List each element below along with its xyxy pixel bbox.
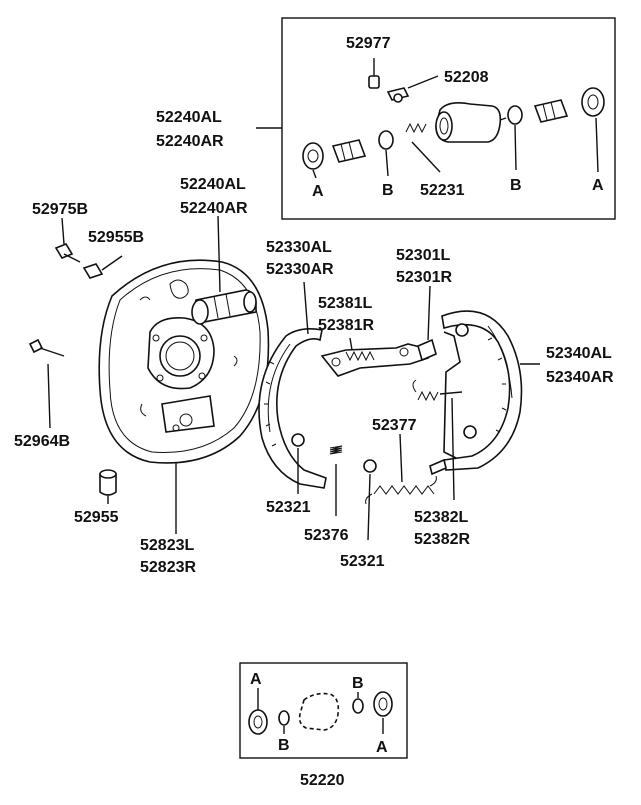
kit-boot-a-left: [248, 688, 268, 735]
part-52381-strut: [320, 337, 430, 377]
part-52231-spring: [405, 122, 441, 173]
part-52977-bleeder-cap: [368, 58, 380, 89]
label-52231: 52231: [420, 182, 465, 199]
repair-kit-52220: A B B A: [239, 662, 408, 759]
part-52955b-nut: [82, 255, 123, 279]
label-52220: 52220: [300, 772, 345, 789]
part-52340-brake-shoe-right: [429, 310, 540, 476]
kit-cup-b-left: [278, 710, 290, 734]
label-52382l: 52382L: [414, 509, 468, 526]
label-52376: 52376: [304, 527, 349, 544]
label-kit-b-right: B: [352, 675, 364, 692]
kit-boot-a-right: [373, 691, 393, 734]
part-52301-lever: [417, 285, 437, 362]
part-52330-brake-shoe-left: [258, 281, 327, 489]
part-wheel-cylinder-body: [435, 102, 507, 143]
part-52376-holddown-spring: [329, 445, 343, 516]
part-52975b-bolt: [54, 217, 81, 263]
label-52964b: 52964B: [14, 433, 70, 450]
label-52208: 52208: [444, 69, 489, 86]
wheel-cylinder-inset: 52977 52208 52231 A B B A: [281, 17, 616, 220]
part-boot-a-left: [302, 142, 324, 179]
label-kit-a-left: A: [250, 671, 262, 688]
label-52975b: 52975B: [32, 201, 88, 218]
label-inset-a-left: A: [312, 183, 324, 200]
label-52823l: 52823L: [140, 537, 194, 554]
label-inset-b-right: B: [510, 177, 522, 194]
label-52301l: 52301L: [396, 247, 450, 264]
kit-cylinder: [298, 692, 340, 731]
part-52964b-bolt: [28, 338, 65, 429]
part-52321-retainer-cup-right: [363, 459, 377, 541]
label-52955b: 52955B: [88, 229, 144, 246]
label-52955: 52955: [74, 509, 119, 526]
label-52381l: 52381L: [318, 295, 372, 312]
label-52340al: 52340AL: [546, 345, 612, 362]
part-52377-return-spring: [365, 433, 437, 505]
label-52240ar-mid: 52240AR: [180, 200, 248, 217]
label-kit-a-right: A: [376, 739, 388, 756]
label-52382r: 52382R: [414, 531, 470, 548]
label-52321-right: 52321: [340, 553, 385, 570]
part-52382-spring: [412, 379, 463, 501]
label-inset-b-left: B: [382, 182, 394, 199]
part-52240-wheel-cylinder-mounted: [191, 215, 257, 325]
label-52823r: 52823R: [140, 559, 196, 576]
label-52977: 52977: [346, 35, 391, 52]
part-cup-b-right: [507, 105, 523, 171]
part-52208-bleeder-screw: [386, 75, 439, 103]
label-52301r: 52301R: [396, 269, 452, 286]
part-52955-plug: [99, 469, 117, 504]
label-52340ar: 52340AR: [546, 369, 614, 386]
part-piston-right: [533, 99, 569, 123]
part-piston-left: [331, 139, 367, 163]
label-kit-b-left: B: [278, 737, 290, 754]
part-boot-a-right: [581, 87, 605, 173]
label-52240ar-top: 52240AR: [156, 133, 224, 150]
label-52330al: 52330AL: [266, 239, 332, 256]
part-cup-b-left: [378, 130, 394, 177]
label-52330ar: 52330AR: [266, 261, 334, 278]
label-52381r: 52381R: [318, 317, 374, 334]
kit-cup-b-right: [352, 692, 364, 714]
label-inset-a-right: A: [592, 177, 604, 194]
label-52377: 52377: [372, 417, 417, 434]
label-52240al-top: 52240AL: [156, 109, 222, 126]
label-52321-left: 52321: [266, 499, 311, 516]
label-52240al-mid: 52240AL: [180, 176, 246, 193]
